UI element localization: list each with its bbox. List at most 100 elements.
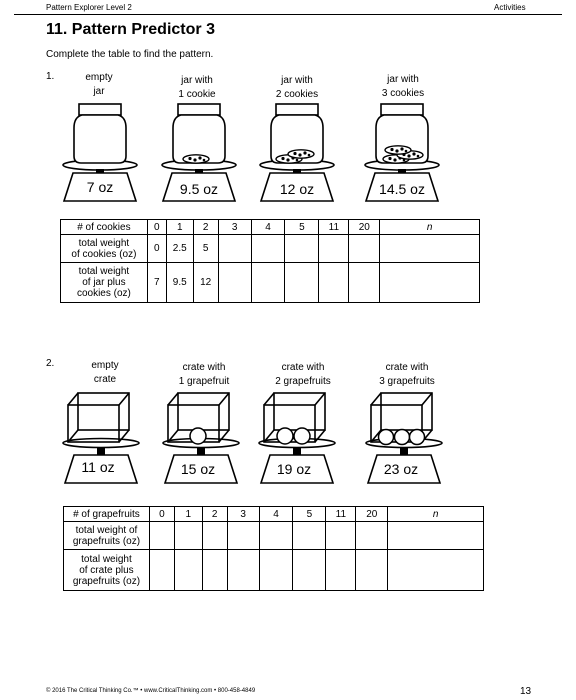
table-cell[interactable] (284, 262, 320, 303)
table-cell[interactable] (318, 262, 350, 303)
footer-copyright: © 2016 The Critical Thinking Co.™ • www.… (46, 688, 256, 694)
table-cell[interactable] (258, 521, 294, 550)
table-cell: 7 (146, 262, 167, 303)
table-cell[interactable] (379, 234, 480, 263)
table-cell: 9.5 (165, 262, 194, 303)
table-header: # of grapefruits (63, 506, 150, 522)
table-cell[interactable] (217, 234, 252, 263)
crate-0 (62, 392, 140, 484)
grapefruit-table: # of grapefruits 0 1 2 3 4 5 11 20 n tot… (63, 506, 484, 591)
table-cell[interactable] (226, 549, 260, 591)
problem-2-number: 2. (46, 358, 55, 369)
table-header: 3 (226, 506, 260, 522)
table-header: 0 (148, 506, 175, 522)
table-header: 0 (146, 219, 167, 235)
table-cell[interactable] (379, 262, 480, 303)
jar-0 (62, 103, 138, 202)
page-number: 13 (520, 686, 532, 697)
table-cell[interactable] (387, 521, 484, 550)
jar-1 (161, 103, 237, 202)
header-rule (14, 14, 562, 15)
table-cell[interactable] (148, 521, 175, 550)
crate-2 (258, 392, 336, 484)
table-cell: 2.5 (165, 234, 194, 263)
table-header: # of cookies (60, 219, 148, 235)
crate-1 (162, 392, 240, 484)
table-header: 1 (165, 219, 194, 235)
table-cell[interactable] (250, 262, 286, 303)
table-cell[interactable] (387, 549, 484, 591)
table-header: 20 (355, 506, 389, 522)
cookie-table: # of cookies 0 1 2 3 4 5 11 20 n total w… (60, 219, 480, 303)
table-header: 11 (318, 219, 350, 235)
table-cell[interactable] (201, 549, 228, 591)
table-cell[interactable] (173, 549, 203, 591)
table-cell[interactable] (348, 234, 381, 263)
table-header-row: # of grapefruits 0 1 2 3 4 5 11 20 n (63, 506, 484, 522)
table-cell[interactable] (325, 549, 357, 591)
table-cell[interactable] (173, 521, 203, 550)
table-cell[interactable] (318, 234, 350, 263)
table-cell[interactable] (292, 521, 327, 550)
crate-weight-2: 19 oz (276, 461, 312, 477)
table-cell[interactable] (355, 521, 389, 550)
table-cell: 12 (192, 262, 219, 303)
table-header: 20 (348, 219, 381, 235)
table-cell[interactable] (217, 262, 252, 303)
table-cell[interactable] (284, 234, 320, 263)
crate-weight-0: 11 oz (81, 459, 115, 475)
table-cell[interactable] (325, 521, 357, 550)
table-header: 2 (192, 219, 219, 235)
table-cell: 5 (192, 234, 219, 263)
jar-weight-0: 7 oz (86, 179, 114, 195)
table-header: 11 (325, 506, 357, 522)
page-title: 11. Pattern Predictor 3 (46, 21, 215, 38)
table-cell[interactable] (355, 549, 389, 591)
table-header: 1 (173, 506, 203, 522)
table-header-row: # of cookies 0 1 2 3 4 5 11 20 n (60, 219, 480, 235)
table-header: 4 (258, 506, 294, 522)
table-header: n (387, 506, 484, 522)
jar-2 (259, 103, 335, 202)
table-cell[interactable] (148, 549, 175, 591)
table-cell[interactable] (226, 521, 260, 550)
header-left: Pattern Explorer Level 2 (46, 3, 132, 12)
table-cell[interactable] (292, 549, 327, 591)
problem-1-number: 1. (46, 71, 55, 82)
header-right: Activities (494, 3, 526, 12)
instructions: Complete the table to find the pattern. (46, 49, 214, 60)
table-cell[interactable] (348, 262, 381, 303)
crate-3 (365, 392, 443, 484)
crate-weight-3: 23 oz (383, 461, 419, 477)
table-header: 3 (217, 219, 252, 235)
table-cell[interactable] (201, 521, 228, 550)
table-header: n (379, 219, 480, 235)
crate-weight-1: 15 oz (180, 461, 216, 477)
table-header: 4 (250, 219, 286, 235)
jar-3 (364, 103, 440, 202)
jar-weight-3: 14.5 oz (379, 181, 425, 197)
table-header: 5 (292, 506, 327, 522)
table-header: 2 (201, 506, 228, 522)
jar-weight-2: 12 oz (279, 181, 315, 197)
table-cell[interactable] (250, 234, 286, 263)
table-header: 5 (284, 219, 320, 235)
table-cell: 0 (146, 234, 167, 263)
table-cell[interactable] (258, 549, 294, 591)
